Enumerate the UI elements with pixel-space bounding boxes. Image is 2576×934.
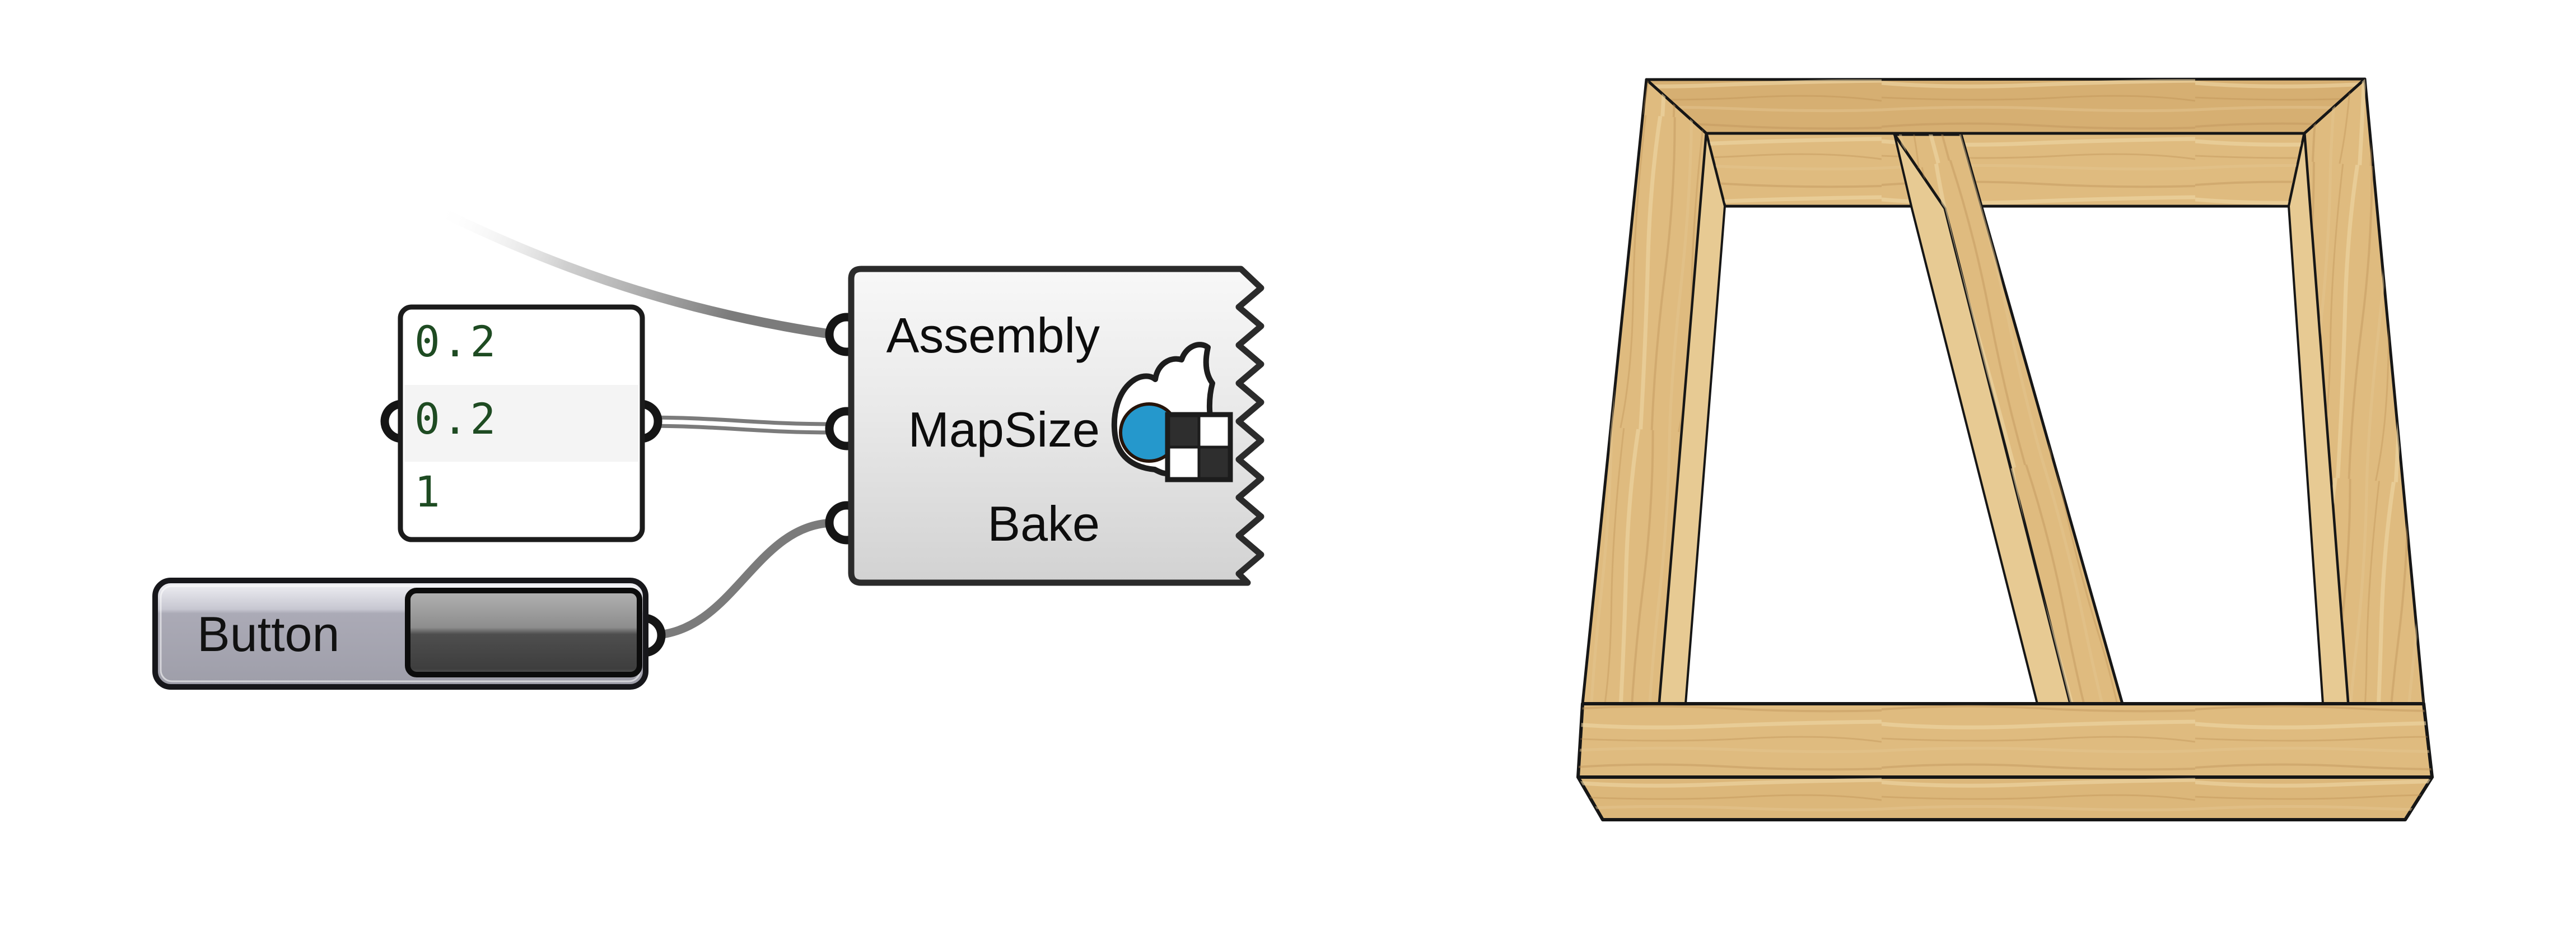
surface-texture-bake-icon: [1111, 342, 1233, 482]
icon-checkerboard: [1165, 412, 1233, 482]
wires: [429, 203, 840, 640]
input-label-bake: Bake: [987, 496, 1100, 551]
panel-value-row-2: 1: [414, 467, 442, 517]
panel-value-row-0: 0.2: [414, 317, 498, 366]
input-label-mapsize: MapSize: [908, 402, 1100, 457]
wire-assembly[interactable]: [429, 203, 838, 340]
button-component[interactable]: Button: [152, 578, 648, 690]
panel-value-row-1: 0.2: [414, 394, 498, 444]
button-label: Button: [197, 606, 339, 662]
wire-mapsize-double[interactable]: [643, 415, 836, 435]
input-label-assembly: Assembly: [886, 308, 1100, 363]
viewport-render: [1576, 77, 2434, 821]
bake-component[interactable]: Assembly MapSize Bake: [848, 266, 1264, 586]
panel-component[interactable]: 0.2 0.2 1: [398, 304, 645, 542]
button-press-area[interactable]: [405, 588, 642, 677]
panel-row-highlight: [404, 385, 638, 462]
bake-component-body[interactable]: [848, 266, 1264, 586]
wire-bake[interactable]: [644, 518, 840, 640]
